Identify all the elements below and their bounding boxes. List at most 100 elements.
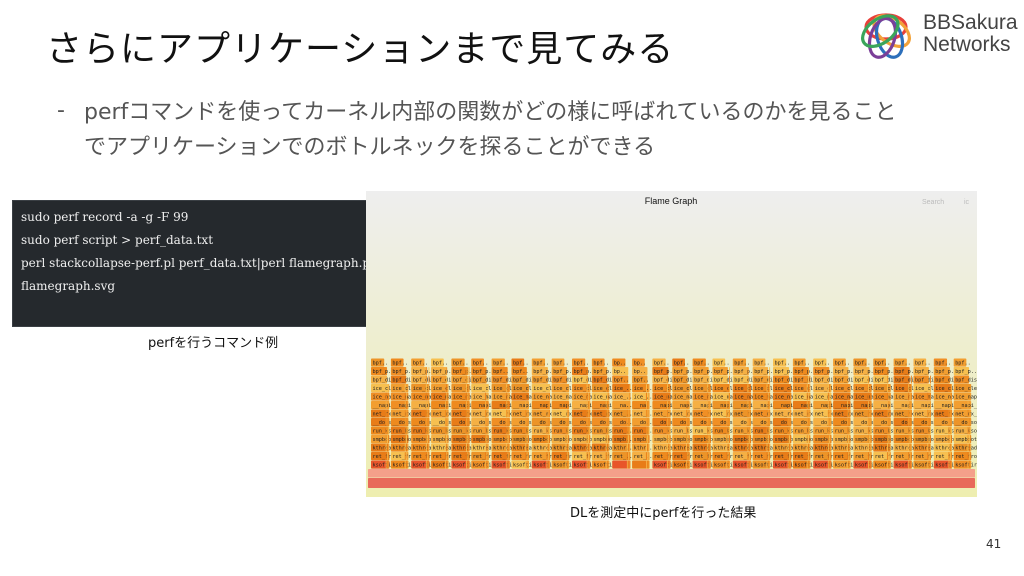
flame-frame-thin[interactable] [468, 460, 470, 469]
flame-frame[interactable] [773, 460, 792, 469]
flame-frame[interactable] [491, 375, 508, 384]
flame-frame-thin[interactable] [629, 418, 631, 427]
flame-frame-thin[interactable] [485, 418, 487, 427]
flame-frame[interactable] [491, 392, 510, 401]
flame-frame-thin[interactable] [727, 426, 729, 435]
flame-frame[interactable] [893, 401, 912, 410]
flame-frame-thin[interactable] [526, 426, 528, 435]
flame-frame[interactable] [672, 392, 690, 401]
flame-frame[interactable] [873, 392, 891, 401]
flame-frame-thin[interactable] [848, 443, 850, 452]
flame-frame[interactable] [491, 409, 510, 418]
flame-frame-thin[interactable] [647, 443, 649, 452]
flame-frame-thin[interactable] [748, 443, 750, 452]
flame-frame-thin[interactable] [486, 460, 488, 469]
flame-frame-thin[interactable] [605, 401, 607, 410]
flame-frame-thin[interactable] [707, 418, 709, 427]
flame-frame[interactable] [833, 435, 851, 444]
flame-frame-thin[interactable] [809, 392, 811, 401]
flame-frame[interactable] [431, 401, 449, 410]
flame-frame-thin[interactable] [908, 384, 910, 393]
flame-frame-thin[interactable] [728, 401, 730, 410]
flame-frame-thin[interactable] [887, 392, 889, 401]
flame-frame-thin[interactable] [608, 452, 610, 461]
flame-frame[interactable] [672, 460, 690, 469]
flame-frame-thin[interactable] [628, 418, 630, 427]
flame-frame[interactable] [491, 384, 510, 393]
flame-frame-thin[interactable] [951, 401, 952, 410]
flame-frame-thin[interactable] [849, 460, 851, 469]
flame-frame[interactable] [652, 384, 671, 393]
flame-frame[interactable] [672, 418, 690, 427]
flame-frame[interactable] [371, 452, 390, 461]
flame-frame-thin[interactable] [427, 409, 429, 418]
flame-frame-thin[interactable] [586, 435, 588, 444]
flame-frame[interactable] [792, 452, 811, 461]
flame-frame-thin[interactable] [525, 443, 527, 452]
flame-frame[interactable] [371, 409, 390, 418]
flame-frame-thin[interactable] [709, 452, 711, 461]
flame-frame[interactable] [451, 426, 470, 435]
flame-frame[interactable] [913, 375, 929, 384]
flame-frame[interactable] [873, 443, 891, 452]
flame-frame-thin[interactable] [447, 384, 449, 393]
flame-frame-thin[interactable] [427, 435, 429, 444]
flame-frame[interactable] [712, 409, 730, 418]
flame-frame-thin[interactable] [388, 426, 390, 435]
flame-frame[interactable] [371, 358, 385, 367]
flame-frame[interactable] [612, 384, 631, 393]
flame-frame[interactable] [471, 392, 489, 401]
flame-frame[interactable] [913, 358, 927, 367]
flame-frame-thin[interactable] [830, 460, 832, 469]
flame-frame-thin[interactable] [968, 418, 970, 427]
flame-frame-thin[interactable] [790, 418, 792, 427]
flame-frame-thin[interactable] [949, 409, 951, 418]
flame-frame-thin[interactable] [970, 418, 972, 427]
flame-frame-thin[interactable] [747, 392, 749, 401]
flame-frame-thin[interactable] [929, 409, 931, 418]
flame-frame[interactable] [491, 418, 510, 427]
flame-frame-thin[interactable] [870, 418, 872, 427]
flame-frame-thin[interactable] [446, 435, 448, 444]
flame-frame[interactable] [612, 435, 631, 444]
flame-frame-thin[interactable] [648, 435, 650, 444]
flame-frame-thin[interactable] [626, 460, 628, 469]
flame-frame[interactable] [913, 418, 931, 427]
flame-frame-thin[interactable] [605, 418, 607, 427]
flame-frame-thin[interactable] [766, 384, 768, 393]
flame-frame-thin[interactable] [787, 426, 789, 435]
flame-frame-thin[interactable] [527, 435, 529, 444]
flame-frame-thin[interactable] [486, 443, 488, 452]
flame-frame-thin[interactable] [566, 418, 568, 427]
flame-frame-thin[interactable] [605, 443, 607, 452]
flame-frame-thin[interactable] [808, 367, 809, 376]
flame-frame[interactable] [833, 384, 851, 393]
flame-frame-thin[interactable] [608, 435, 610, 444]
flame-frame[interactable] [813, 375, 830, 384]
flame-frame[interactable] [572, 426, 591, 435]
flame-frame-thin[interactable] [486, 452, 488, 461]
flame-frame-thin[interactable] [468, 452, 470, 461]
flame-frame-thin[interactable] [887, 375, 889, 384]
flame-frame-thin[interactable] [767, 409, 769, 418]
flame-frame-thin[interactable] [549, 401, 550, 410]
flame-frame[interactable] [833, 418, 851, 427]
flame-frame-thin[interactable] [727, 460, 729, 469]
flame-frame-thin[interactable] [806, 452, 808, 461]
flame-frame-thin[interactable] [927, 375, 929, 384]
flame-frame-thin[interactable] [790, 435, 792, 444]
flame-frame-thin[interactable] [589, 443, 591, 452]
flame-frame-thin[interactable] [427, 443, 429, 452]
flame-frame-thin[interactable] [668, 443, 670, 452]
flame-frame[interactable] [712, 426, 730, 435]
flame-frame-thin[interactable] [668, 435, 670, 444]
flame-frame-thin[interactable] [626, 435, 628, 444]
flame-frame[interactable] [471, 358, 484, 367]
flame-frame-thin[interactable] [485, 384, 487, 393]
flame-frame-thin[interactable] [868, 426, 869, 435]
flame-frame-thin[interactable] [848, 452, 850, 461]
flame-frame[interactable] [591, 435, 610, 444]
flame-frame[interactable] [933, 452, 953, 461]
flame-frame-thin[interactable] [607, 460, 608, 469]
flame-frame-thin[interactable] [648, 409, 650, 418]
